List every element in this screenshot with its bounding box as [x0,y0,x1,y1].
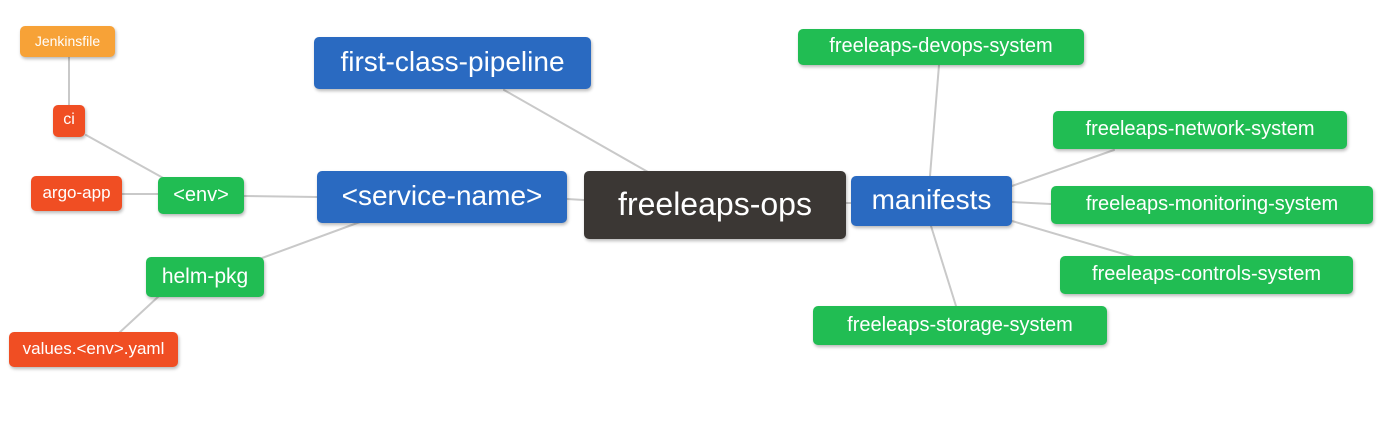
edge-manifests-network-system [1011,149,1115,187]
node-helm-pkg[interactable]: helm-pkg [146,257,264,297]
node-ci[interactable]: ci [53,105,85,137]
node-freeleaps-controls-system[interactable]: freeleaps-controls-system [1060,256,1353,294]
node-freeleaps-monitoring-system[interactable]: freeleaps-monitoring-system [1051,186,1373,224]
edge-manifests-storage-system [930,225,957,307]
node-argo-app[interactable]: argo-app [31,176,122,211]
node-service-name[interactable]: <service-name> [317,171,567,223]
edge-env-service-name [243,195,318,198]
node-jenkinsfile[interactable]: Jenkinsfile [20,26,115,57]
node-manifests[interactable]: manifests [851,176,1012,226]
node-freeleaps-devops-system[interactable]: freeleaps-devops-system [798,29,1084,65]
edge-service-name-freeleaps-ops [566,198,585,201]
node-freeleaps-storage-system[interactable]: freeleaps-storage-system [813,306,1107,345]
node-values-env-yaml[interactable]: values.<env>.yaml [9,332,178,367]
edge-helm-pkg-values-env-yaml [118,295,160,334]
edge-manifests-monitoring-system [1011,201,1052,205]
edge-manifests-devops-system [929,64,940,177]
node-first-class-pipeline[interactable]: first-class-pipeline [314,37,591,89]
edge-manifests-controls-system [1011,220,1135,258]
node-freeleaps-network-system[interactable]: freeleaps-network-system [1053,111,1347,149]
edge-ci-env [85,134,166,180]
edge-service-name-helm-pkg [261,221,361,259]
node-env[interactable]: <env> [158,177,244,214]
node-freeleaps-ops[interactable]: freeleaps-ops [584,171,846,239]
edge-first-class-pipeline-freeleaps-ops [503,89,649,173]
